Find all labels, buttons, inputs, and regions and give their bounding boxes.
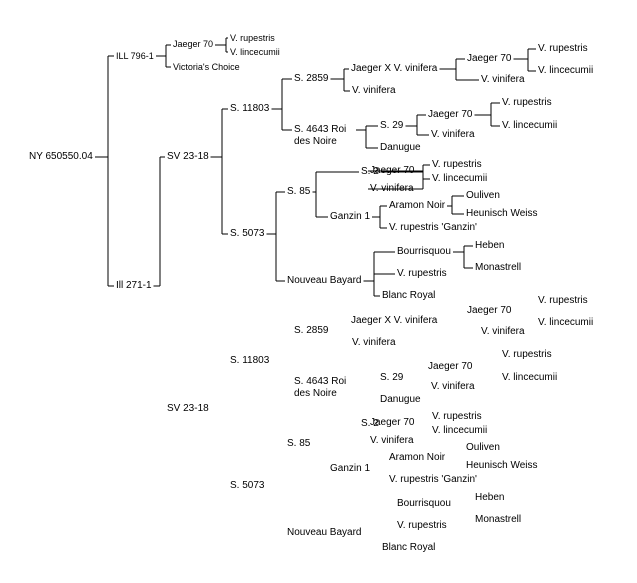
pedigree-node: V. lincecumii: [538, 317, 594, 328]
pedigree-node: V. rupestris: [230, 33, 275, 43]
pedigree-node: S. 5073: [230, 480, 265, 491]
pedigree-node: Nouveau Bayard: [287, 527, 362, 538]
pedigree-node: V. rupestris: [432, 411, 482, 422]
pedigree-node: Jaeger 70: [173, 39, 214, 49]
pedigree-node: Ill 271-1: [116, 280, 152, 291]
pedigree-node: V. vinifera: [352, 85, 396, 96]
pedigree-node: V. rupestris: [502, 97, 552, 108]
pedigree-node: S. 2: [361, 166, 379, 177]
pedigree-node: S. 29: [380, 120, 404, 131]
pedigree-node: S. 2: [361, 418, 379, 429]
pedigree-node: S. 2859: [294, 73, 329, 84]
pedigree-node: V. rupestris: [432, 159, 482, 170]
pedigree-node: Jaeger 70: [467, 305, 512, 316]
pedigree-node: SV 23-18: [167, 151, 209, 162]
pedigree-node: V. vinifera: [352, 337, 396, 348]
pedigree-node: S. 4643 Roi des Noire: [294, 376, 347, 399]
pedigree-node: ILL 796-1: [116, 51, 154, 61]
pedigree-node: S. 5073: [230, 228, 265, 239]
pedigree-node: V. rupestris 'Ganzin': [389, 222, 477, 233]
pedigree-node: Victoria's Choice: [173, 62, 240, 72]
pedigree-node: Jaeger 70: [428, 109, 473, 120]
pedigree-node: Aramon Noir: [389, 200, 446, 211]
pedigree-node: SV 23-18: [167, 403, 209, 414]
pedigree-node: NY 650550.04: [29, 151, 93, 162]
pedigree-node: Danugue: [380, 394, 421, 405]
pedigree-node: V. lincecumii: [502, 120, 558, 131]
pedigree-node: Jaeger X V. vinifera: [351, 315, 438, 326]
pedigree-node: Bourrisquou: [397, 498, 451, 509]
pedigree-node: V. rupestris: [397, 268, 447, 279]
pedigree-node: Bourrisquou: [397, 246, 451, 257]
pedigree-node: S. 29: [380, 372, 404, 383]
pedigree-node: V. lincecumii: [538, 65, 594, 76]
pedigree-node: V. vinifera: [481, 326, 525, 337]
pedigree-node: V. vinifera: [431, 129, 475, 140]
pedigree-node: Ganzin 1: [330, 463, 371, 474]
pedigree-node: Heben: [475, 240, 505, 251]
pedigree-node: Ouliven: [466, 442, 500, 453]
pedigree-node: Jaeger 70: [467, 53, 512, 64]
pedigree-node: V. rupestris: [538, 43, 588, 54]
pedigree-node: S. 11803: [230, 355, 270, 366]
pedigree-node: Ouliven: [466, 190, 500, 201]
pedigree-node: Jaeger 70: [370, 165, 415, 176]
pedigree-node: Aramon Noir: [389, 452, 446, 463]
pedigree-node: Blanc Royal: [382, 290, 436, 301]
pedigree-node: Heunisch Weiss: [466, 208, 538, 219]
pedigree-node: Monastrell: [475, 262, 522, 273]
pedigree-node: Danugue: [380, 142, 421, 153]
pedigree-node: S. 2859: [294, 325, 329, 336]
pedigree-node: S. 11803: [230, 103, 270, 114]
pedigree-node: V. rupestris: [397, 520, 447, 531]
pedigree-node: V. rupestris: [502, 349, 552, 360]
pedigree-node: Jaeger 70: [370, 417, 415, 428]
pedigree-node: V. vinifera: [431, 381, 475, 392]
pedigree-node: V. rupestris 'Ganzin': [389, 474, 477, 485]
pedigree-node: Heunisch Weiss: [466, 460, 538, 471]
pedigree-node: S. 4643 Roi des Noire: [294, 124, 347, 147]
pedigree-node: S. 85: [287, 438, 311, 449]
pedigree-node: V. vinifera: [481, 74, 525, 85]
pedigree-node: Heben: [475, 492, 505, 503]
pedigree-node: Jaeger 70: [428, 361, 473, 372]
pedigree-node: Nouveau Bayard: [287, 275, 362, 286]
pedigree-node: V. vinifera: [370, 435, 414, 446]
pedigree-node: Ganzin 1: [330, 211, 371, 222]
pedigree-node: V. rupestris: [538, 295, 588, 306]
pedigree-node: Blanc Royal: [382, 542, 436, 553]
pedigree-node: S. 85: [287, 186, 311, 197]
pedigree-node: V. vinifera: [370, 183, 414, 194]
pedigree-node: V. lincecumii: [502, 372, 558, 383]
pedigree-node: V. lincecumii: [230, 47, 280, 57]
pedigree-node: V. lincecumii: [432, 173, 488, 184]
pedigree-node: V. lincecumii: [432, 425, 488, 436]
pedigree-node: Jaeger X V. vinifera: [351, 63, 438, 74]
pedigree-node: Monastrell: [475, 514, 522, 525]
